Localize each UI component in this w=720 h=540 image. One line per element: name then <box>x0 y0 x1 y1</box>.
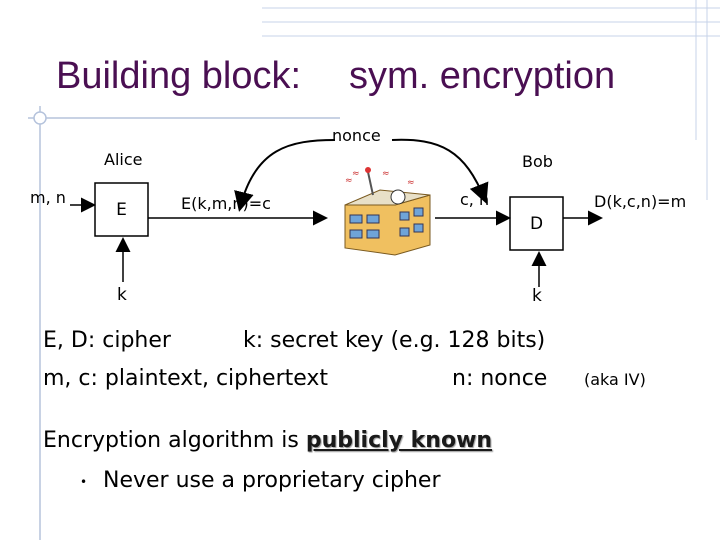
key-label-right: k <box>532 286 542 306</box>
alice-label: Alice <box>104 150 143 169</box>
grid-decoration <box>262 0 720 200</box>
title-left: Building block: <box>56 55 302 97</box>
encrypt-box: E <box>116 199 127 220</box>
legend-cipher: E, D: cipher <box>43 328 171 353</box>
nonce-curved-arrow-left-icon <box>234 139 336 212</box>
key-label-left: k <box>117 285 127 305</box>
nonce-curved-arrow-right-icon <box>391 138 489 204</box>
algorithm-statement: Encryption algorithm is publicly known <box>43 428 492 453</box>
title-separator <box>28 106 340 540</box>
input-label: m, n <box>30 188 66 207</box>
svg-text:≈: ≈ <box>382 169 390 179</box>
legend-aka-note: (aka IV) <box>584 370 646 389</box>
algorithm-prefix: Encryption algorithm is <box>43 428 306 453</box>
bullet-text: Never use a proprietary cipher <box>103 468 441 493</box>
encrypt-box-frame <box>94 182 149 237</box>
decrypt-formula: D(k,c,n)=m <box>594 192 687 211</box>
bob-input-label: c, n <box>460 190 490 209</box>
bob-label: Bob <box>522 152 553 171</box>
nonce-label: nonce <box>332 126 381 145</box>
title-right: sym. encryption <box>349 55 616 97</box>
decrypt-box: D <box>529 213 544 234</box>
network-computer-icon: ≈ ≈ ≈ ≈ <box>344 167 431 256</box>
publicly-known-emphasis: publicly known <box>305 428 493 453</box>
legend-nonce: n: nonce <box>452 366 548 391</box>
svg-text:≈: ≈ <box>352 169 360 179</box>
legend-key: k: secret key (e.g. 128 bits) <box>243 328 546 353</box>
bullet-icon: • <box>80 475 88 489</box>
svg-text:≈: ≈ <box>407 178 415 188</box>
encrypt-formula: E(k,m,n)=c <box>181 194 271 213</box>
svg-text:≈: ≈ <box>345 176 353 186</box>
legend-plaintext: m, c: plaintext, ciphertext <box>43 366 329 391</box>
